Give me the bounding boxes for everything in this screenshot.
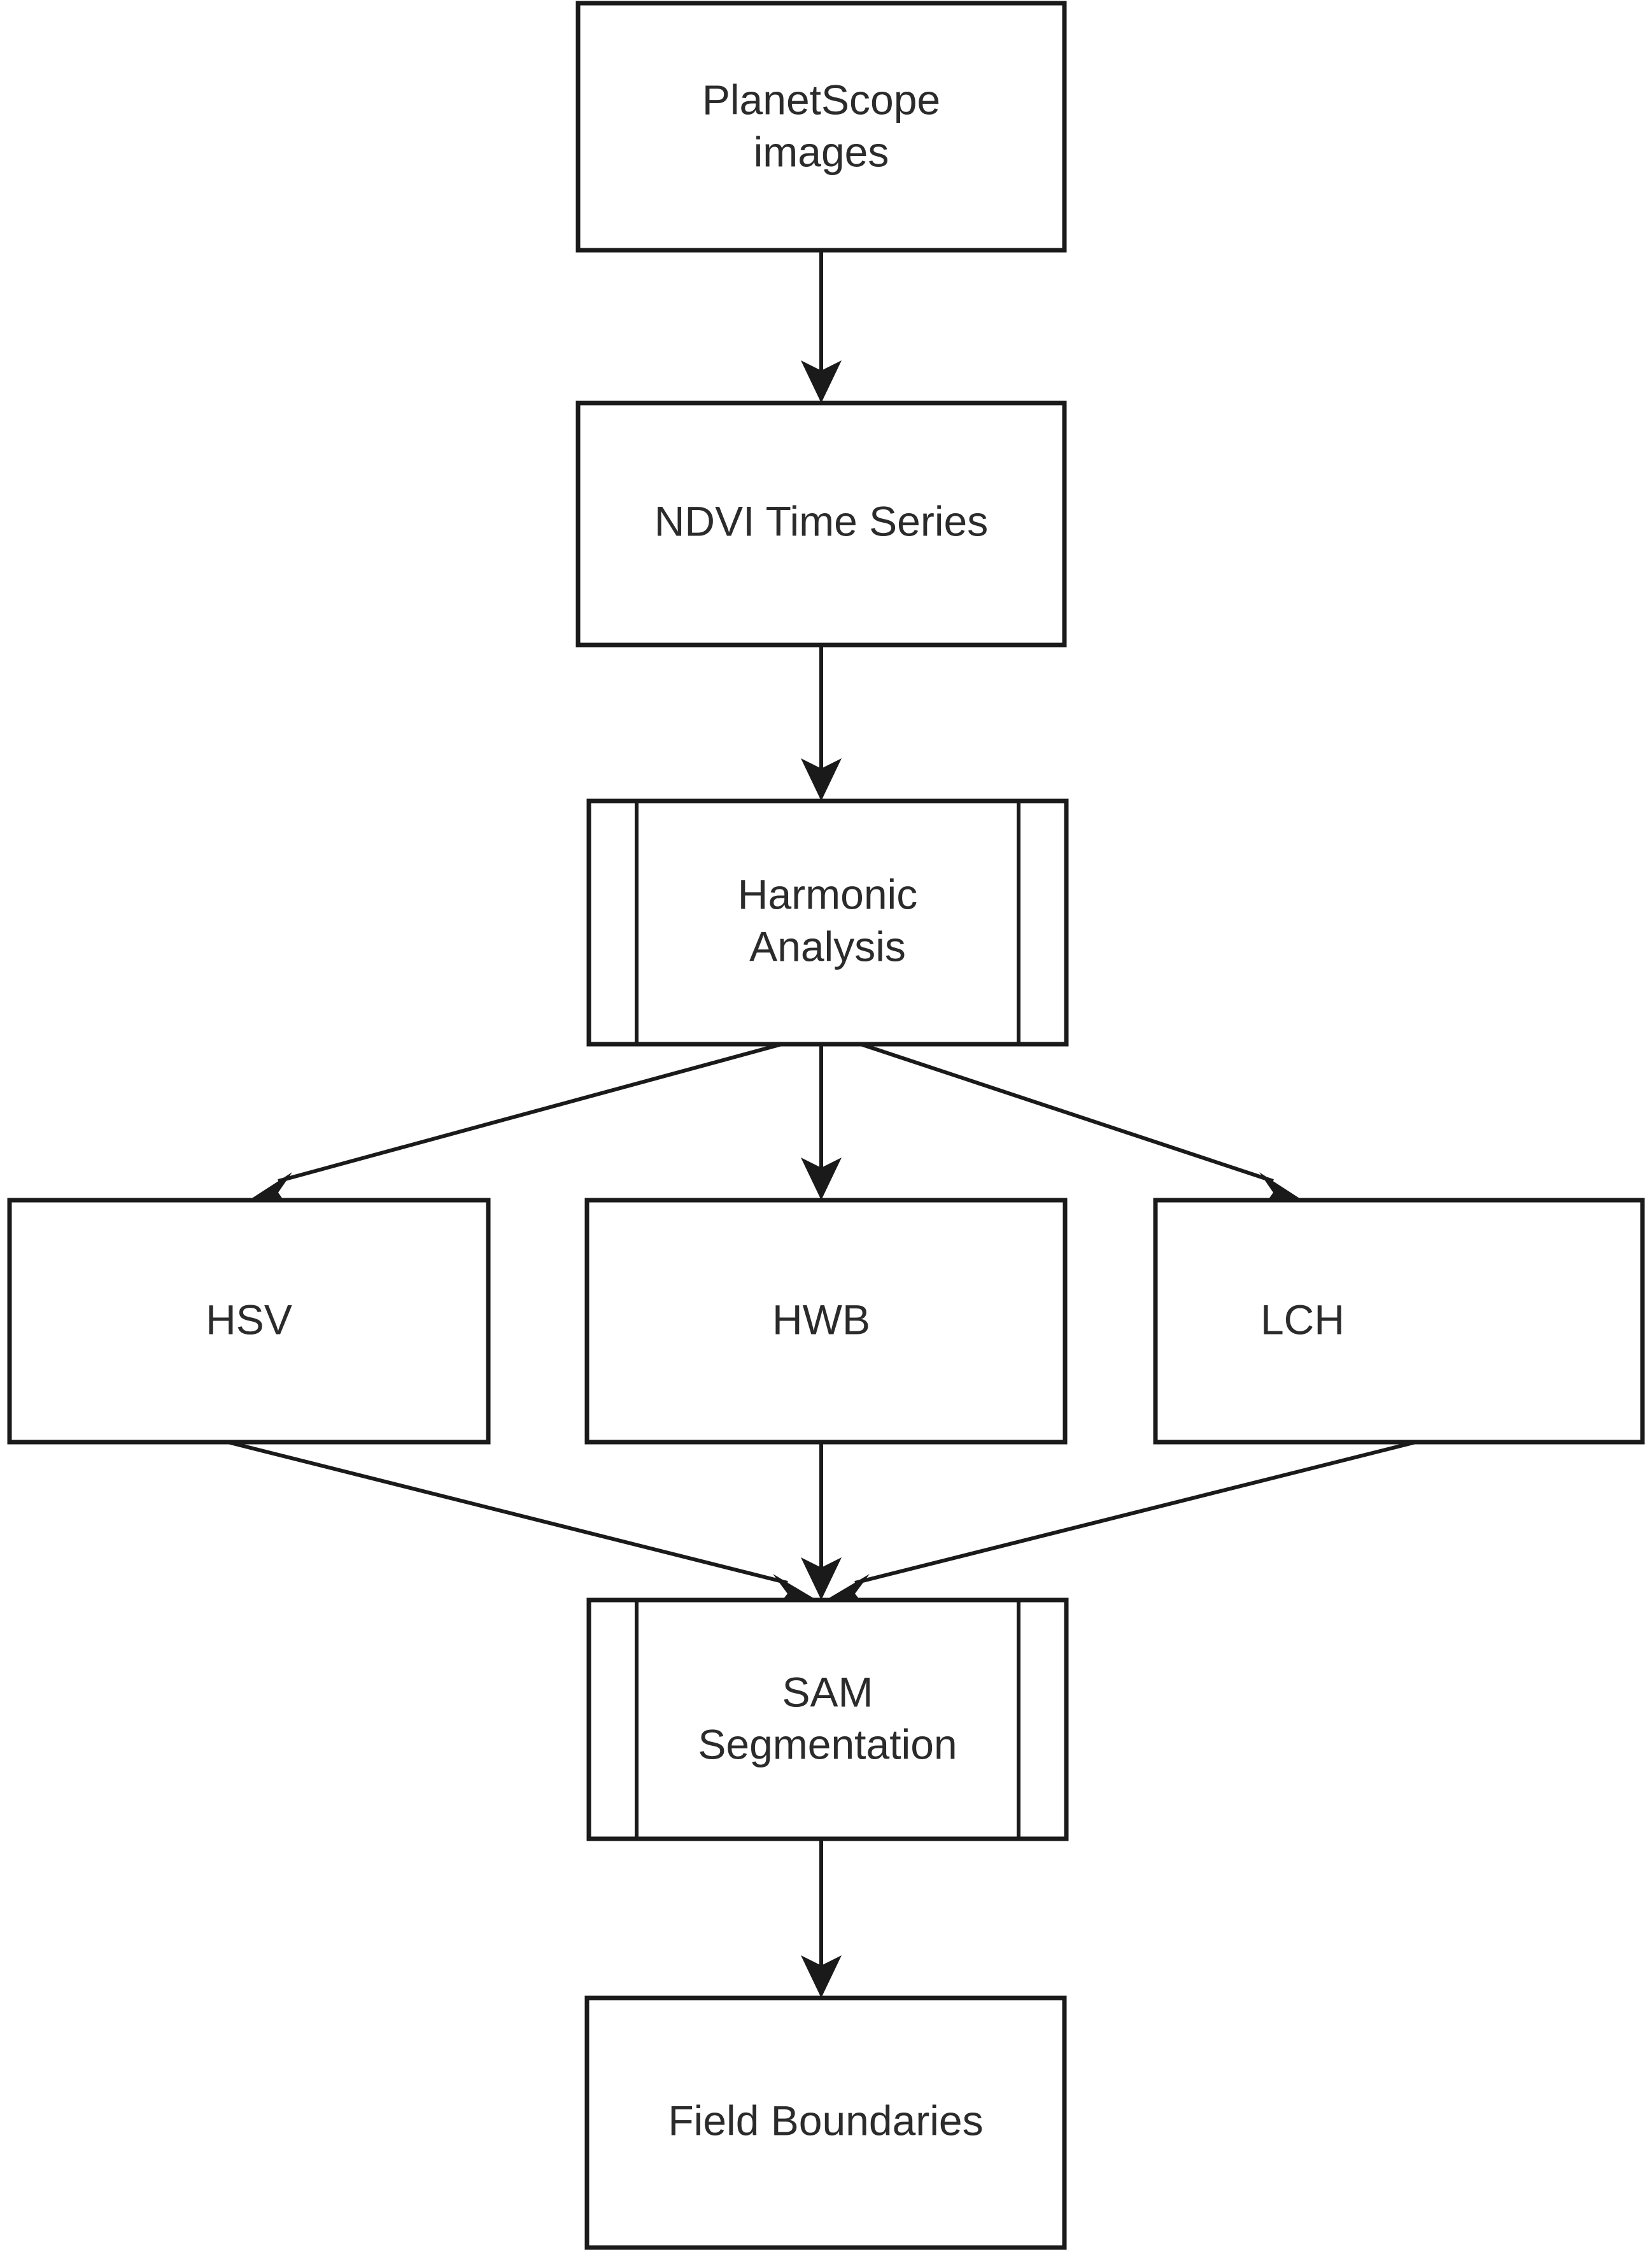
edge-lch-to-sam: [826, 1440, 1416, 1606]
node-sam-label-line1: SAM: [782, 1668, 873, 1715]
node-planetscope-label-line2: images: [754, 128, 889, 175]
node-planetscope-images[interactable]: PlanetScope images: [575, 1, 1067, 253]
edge-hsv-to-sam: [227, 1440, 817, 1606]
node-harmonic-label-line1: Harmonic: [738, 870, 917, 917]
node-ndvi-label-line1: NDVI Time Series: [654, 497, 988, 544]
node-lch[interactable]: LCH: [1153, 1198, 1645, 1445]
node-harmonic-analysis[interactable]: Harmonic Analysis: [586, 798, 1069, 1047]
node-harmonic-label-line2: Analysis: [749, 923, 906, 970]
node-sam-segmentation[interactable]: SAM Segmentation: [586, 1597, 1069, 1841]
node-hsv-label: HSV: [206, 1296, 292, 1343]
node-hwb[interactable]: HWB: [584, 1198, 1068, 1445]
edge-harmonic-to-hsv: [249, 1042, 782, 1205]
node-sam-label-line2: Segmentation: [698, 1720, 957, 1767]
edge-sam-to-field: [801, 1839, 842, 1998]
node-field-label: Field Boundaries: [668, 2097, 983, 2144]
edge-planetscope-to-ndvi: [801, 250, 842, 403]
node-hwb-label: HWB: [772, 1296, 870, 1343]
edge-hwb-to-sam: [801, 1442, 842, 1600]
node-ndvi-time-series[interactable]: NDVI Time Series: [575, 400, 1067, 648]
edge-harmonic-to-hwb: [801, 1044, 842, 1200]
node-field-boundaries[interactable]: Field Boundaries: [584, 1995, 1067, 2250]
edge-harmonic-to-lch: [860, 1042, 1303, 1205]
node-hsv[interactable]: HSV: [7, 1198, 491, 1445]
node-lch-label: LCH: [1260, 1296, 1345, 1343]
edge-ndvi-to-harmonic: [801, 645, 842, 801]
node-planetscope-label-line1: PlanetScope: [702, 76, 940, 123]
